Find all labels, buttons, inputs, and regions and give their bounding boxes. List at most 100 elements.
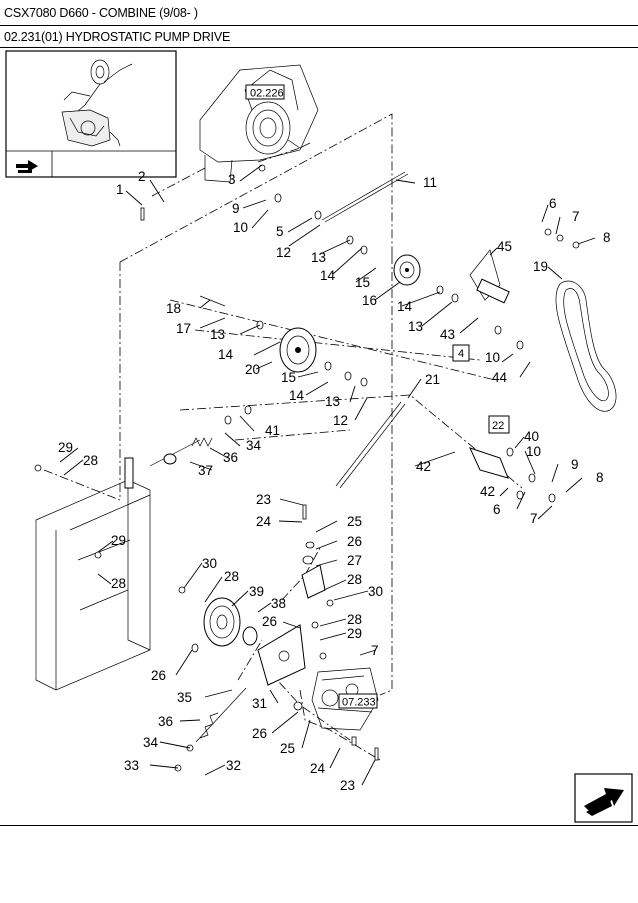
callout-29c: 29 [347, 626, 362, 641]
callout-3: 3 [228, 172, 236, 187]
callout-40: 40 [524, 429, 539, 444]
callout-36b: 36 [158, 714, 173, 729]
reference-box-02-226[interactable] [245, 84, 285, 100]
plate-27 [301, 564, 326, 599]
callout-30: 30 [368, 584, 383, 599]
reference-box-07-233[interactable] [338, 693, 378, 709]
callout-35: 35 [177, 690, 192, 705]
title-divider [0, 25, 638, 26]
callout-14c: 14 [218, 347, 234, 362]
callout-34b: 34 [143, 735, 159, 750]
callout-15: 15 [355, 275, 370, 290]
callout-12: 12 [276, 245, 291, 260]
reference-label-02-226: 02.226 [250, 88, 284, 100]
callout-14: 14 [320, 268, 336, 283]
callout-30b: 30 [202, 556, 217, 571]
callout-23b: 23 [340, 778, 355, 793]
callout-24b: 24 [310, 761, 326, 776]
callout-1: 1 [116, 182, 124, 197]
callout-14b: 14 [397, 299, 413, 314]
next-page-arrow-icon[interactable] [574, 773, 633, 823]
callout-10b: 10 [485, 350, 500, 365]
callout-20: 20 [245, 362, 260, 377]
callout-16: 16 [362, 293, 377, 308]
callout-45: 45 [497, 239, 512, 254]
callout-8b: 8 [596, 470, 604, 485]
rod-11 [321, 171, 409, 223]
catalog-title: CSX7080 D660 - COMBINE (9/08- ) [4, 6, 198, 20]
callout-19: 19 [533, 259, 548, 274]
callout-21: 21 [425, 372, 440, 387]
callout-36: 36 [223, 450, 238, 465]
reference-label-22: 22 [492, 420, 504, 432]
callout-28d: 28 [224, 569, 239, 584]
callout-13: 13 [311, 250, 326, 265]
callout-38: 38 [271, 596, 286, 611]
callout-6: 6 [549, 196, 557, 211]
callout-33: 33 [124, 758, 139, 773]
reference-label-4: 4 [458, 348, 464, 360]
callout-17: 17 [176, 321, 191, 336]
callout-43: 43 [440, 327, 455, 342]
reference-label-07-233: 07.233 [342, 697, 376, 709]
callout-39: 39 [249, 584, 264, 599]
control-rod-21 [335, 401, 406, 489]
callout-13b: 13 [408, 319, 423, 334]
callout-26b: 26 [262, 614, 277, 629]
callout-27: 27 [347, 553, 362, 568]
callout-12b: 12 [333, 413, 348, 428]
callout-28e: 28 [347, 612, 362, 627]
callout-28: 28 [83, 453, 98, 468]
callout-10: 10 [233, 220, 248, 235]
callout-9: 9 [232, 201, 240, 216]
callout-28b: 28 [111, 576, 126, 591]
callout-15b: 15 [281, 370, 296, 385]
reference-box-4[interactable] [452, 344, 470, 362]
callout-13d: 13 [325, 394, 340, 409]
callout-26c: 26 [151, 668, 166, 683]
callout-28c: 28 [347, 572, 362, 587]
callout-37: 37 [198, 463, 213, 478]
frame-panel [35, 457, 151, 691]
bracket-22 [469, 447, 509, 479]
callout-10c: 10 [526, 444, 541, 459]
callout-25b: 25 [280, 741, 295, 756]
footer-divider [0, 825, 638, 826]
callout-34: 34 [246, 438, 262, 453]
callout-42: 42 [416, 459, 431, 474]
section-title: 02.231(01) HYDROSTATIC PUMP DRIVE [4, 30, 231, 44]
reference-box-22[interactable] [488, 415, 510, 434]
callout-25: 25 [347, 514, 362, 529]
callout-23: 23 [256, 492, 271, 507]
tensioner-arm-45 [469, 249, 510, 304]
lower-idler-pulley [199, 295, 317, 373]
callout-26: 26 [347, 534, 362, 549]
callout-7: 7 [572, 209, 580, 224]
callout-labels: 1 2 3 11 9 10 5 12 13 6 7 8 45 19 14 15 … [58, 169, 611, 793]
locator-thumbnail [5, 50, 177, 178]
upper-idler-pulley [393, 254, 421, 286]
drive-belt-19 [555, 280, 617, 412]
callout-14d: 14 [289, 388, 305, 403]
callout-2: 2 [138, 169, 146, 184]
callout-9b: 9 [571, 457, 579, 472]
tension-spring-lower [195, 687, 247, 743]
callout-42b: 42 [480, 484, 495, 499]
callout-6b: 6 [493, 502, 501, 517]
callout-7b: 7 [530, 511, 538, 526]
callout-29: 29 [58, 440, 73, 455]
pump-drive-pulley [203, 597, 258, 647]
callout-41: 41 [265, 423, 280, 438]
callout-13c: 13 [210, 327, 225, 342]
section-divider [0, 47, 638, 48]
previous-page-arrow-icon[interactable] [16, 160, 38, 173]
callout-18: 18 [166, 301, 181, 316]
leader-lines [59, 164, 596, 786]
callout-32: 32 [226, 758, 241, 773]
callout-26d: 26 [252, 726, 267, 741]
callout-29b: 29 [111, 533, 126, 548]
callout-7c: 7 [371, 643, 379, 658]
callout-24: 24 [256, 514, 272, 529]
